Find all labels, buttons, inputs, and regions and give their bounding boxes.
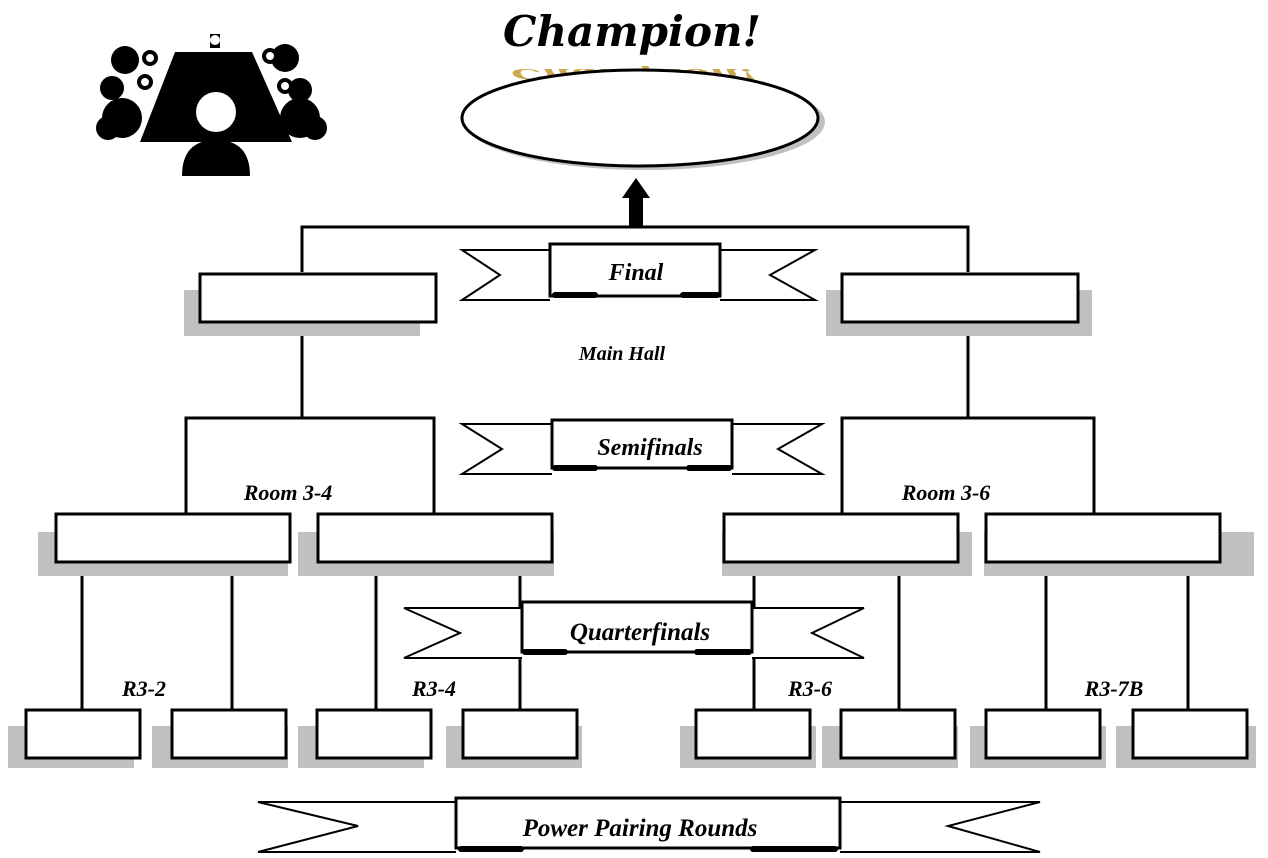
- final-slot-right: [826, 272, 1092, 336]
- quarterfinal-slot: [8, 708, 142, 768]
- final-slot-left: [184, 272, 438, 336]
- banner-power-pairing-label: Power Pairing Rounds: [522, 815, 758, 842]
- page-title: Champion!: [503, 7, 761, 56]
- banner-semifinals-label: Semifinals: [597, 435, 702, 461]
- banner-power-pairing: Power Pairing Rounds: [257, 796, 1041, 853]
- quarterfinal-slot: [298, 708, 433, 768]
- room-label-qf-2: R3-4: [411, 676, 456, 701]
- semifinal-slot: [38, 512, 292, 576]
- banner-quarterfinals: Quarterfinals: [403, 600, 865, 659]
- semifinal-slot: [298, 512, 554, 576]
- room-label-semi-left: Room 3-4: [243, 480, 333, 505]
- debate-table-icon: [96, 34, 327, 176]
- semifinal-slot: [984, 512, 1254, 576]
- room-label-qf-1: R3-2: [121, 676, 166, 701]
- banner-final: Final: [458, 242, 819, 301]
- quarterfinal-slot: [446, 708, 582, 768]
- room-label-qf-4: R3-7B: [1084, 676, 1144, 701]
- champion-arrow: [622, 178, 650, 226]
- semifinal-slot: [722, 512, 972, 576]
- banner-final-label: Final: [608, 260, 664, 286]
- banner-quarterfinals-label: Quarterfinals: [570, 619, 710, 646]
- quarterfinal-slot: [680, 708, 816, 768]
- room-label-semi-right: Room 3-6: [901, 480, 991, 505]
- quarterfinal-slot: [152, 708, 288, 768]
- room-label-qf-3: R3-6: [787, 676, 832, 701]
- quarterfinal-slot: [1116, 708, 1256, 768]
- quarterfinal-slot: [822, 708, 958, 768]
- room-label-final: Main Hall: [578, 343, 666, 365]
- banner-semifinals: Semifinals: [458, 418, 826, 475]
- champion-slot: [460, 68, 825, 170]
- quarterfinal-slot: [970, 708, 1106, 768]
